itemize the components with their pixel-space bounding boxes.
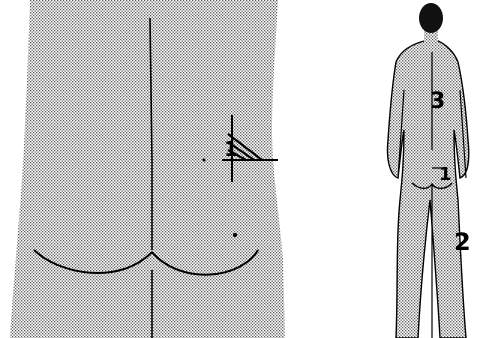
landmark-dot	[233, 233, 237, 237]
figure-marker-1: 1	[439, 164, 452, 185]
head-hair	[419, 3, 443, 33]
buttocks-skin	[10, 0, 285, 338]
buttocks-closeup: 1	[10, 0, 285, 338]
full-figure-back-view: 3 1 2	[387, 3, 470, 338]
landmark-dot	[203, 159, 206, 162]
figure-marker-2: 2	[454, 228, 471, 256]
figure-marker-3: 3	[430, 89, 445, 114]
closeup-marker-label: 1	[224, 137, 238, 161]
body-silhouette	[387, 40, 468, 338]
